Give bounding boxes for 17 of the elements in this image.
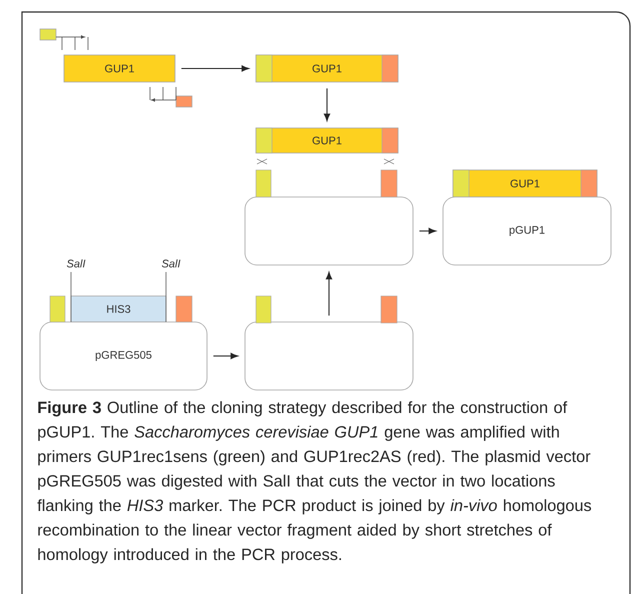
plasmid-box: [244, 196, 414, 266]
arrow: [326, 272, 332, 316]
plasmid-box: pGUP1: [442, 196, 612, 266]
site-label: SalI: [162, 259, 180, 268]
marker-bar: HIS3: [70, 296, 166, 322]
plasmid-box: [244, 322, 414, 390]
arrow: [212, 352, 238, 360]
caption: Figure 3 Outline of the cloning strategy described for the construction of pGUP1. The Saccharomyces cerevisiae GUP1 gene was amplified with primers GUP1rec1sens (green) and GUP1rec2AS (red). The plasmid vector pGREG505 was digested with SalI that cuts the vector in two locations flanking the HIS3 marker. The PCR product is joined by in-vivo homologous recombination to the linear vector fragment aided by short stretches of homology introduced in the PCR process.: [37, 401, 592, 564]
site-label: SalI: [66, 259, 86, 268]
gene-bar: GUP1: [452, 170, 598, 198]
plasmid-box: pGREG505: [40, 322, 208, 390]
gene-bar: GUP1: [256, 54, 398, 82]
arrow: [324, 88, 330, 122]
arrow: [180, 65, 250, 72]
gene-bar: GUP1: [64, 54, 176, 82]
gene-bar: GUP1: [256, 128, 398, 154]
arrow: [418, 228, 436, 234]
